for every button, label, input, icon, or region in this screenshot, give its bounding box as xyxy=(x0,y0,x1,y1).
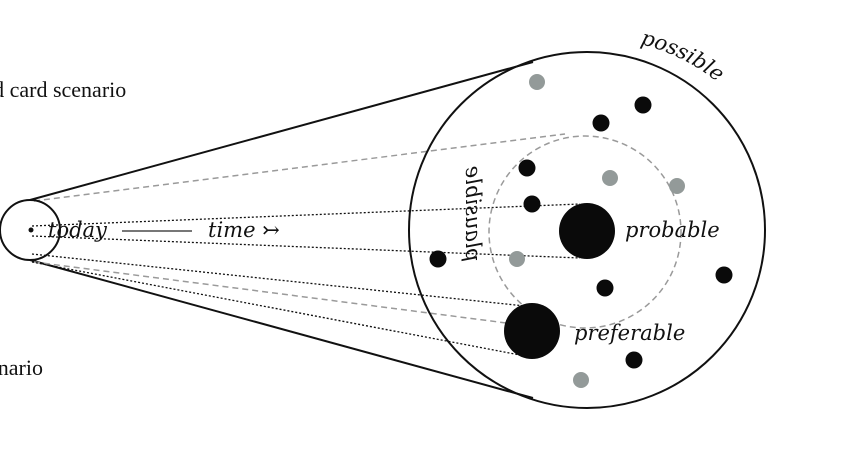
dot-black xyxy=(596,279,614,297)
cone-edge-top xyxy=(29,61,534,201)
today-label: today xyxy=(48,218,108,242)
possible-circle xyxy=(408,51,766,409)
dot-black xyxy=(715,266,733,284)
dot-black xyxy=(518,159,536,177)
plausible-cone-bottom xyxy=(33,261,546,329)
wildcard-scenario-label: wild card scenario xyxy=(0,77,126,102)
dot-black xyxy=(523,195,541,213)
dot-gray xyxy=(573,372,589,388)
plausible-label: plausible xyxy=(461,166,485,262)
time-label: time ↣ xyxy=(208,218,280,242)
dot-black xyxy=(429,250,447,268)
probable-dot xyxy=(559,203,615,259)
scenario-dots xyxy=(429,74,733,388)
dot-gray xyxy=(602,170,618,186)
today-point xyxy=(28,227,34,233)
plausible-circle xyxy=(488,135,682,329)
probable-label: probable xyxy=(625,218,720,242)
dot-gray xyxy=(509,251,525,267)
preferable-label: preferable xyxy=(574,321,685,345)
cone-edge-bottom xyxy=(29,259,534,399)
dotted-projection-lines xyxy=(31,203,581,357)
dot-gray xyxy=(669,178,685,194)
dot-black xyxy=(625,351,643,369)
preferable-dot xyxy=(504,303,560,359)
scenario-label: scenario xyxy=(0,355,43,380)
dot-black xyxy=(592,114,610,132)
dot-black xyxy=(634,96,652,114)
today-circle xyxy=(0,199,61,261)
dot-gray xyxy=(529,74,545,90)
